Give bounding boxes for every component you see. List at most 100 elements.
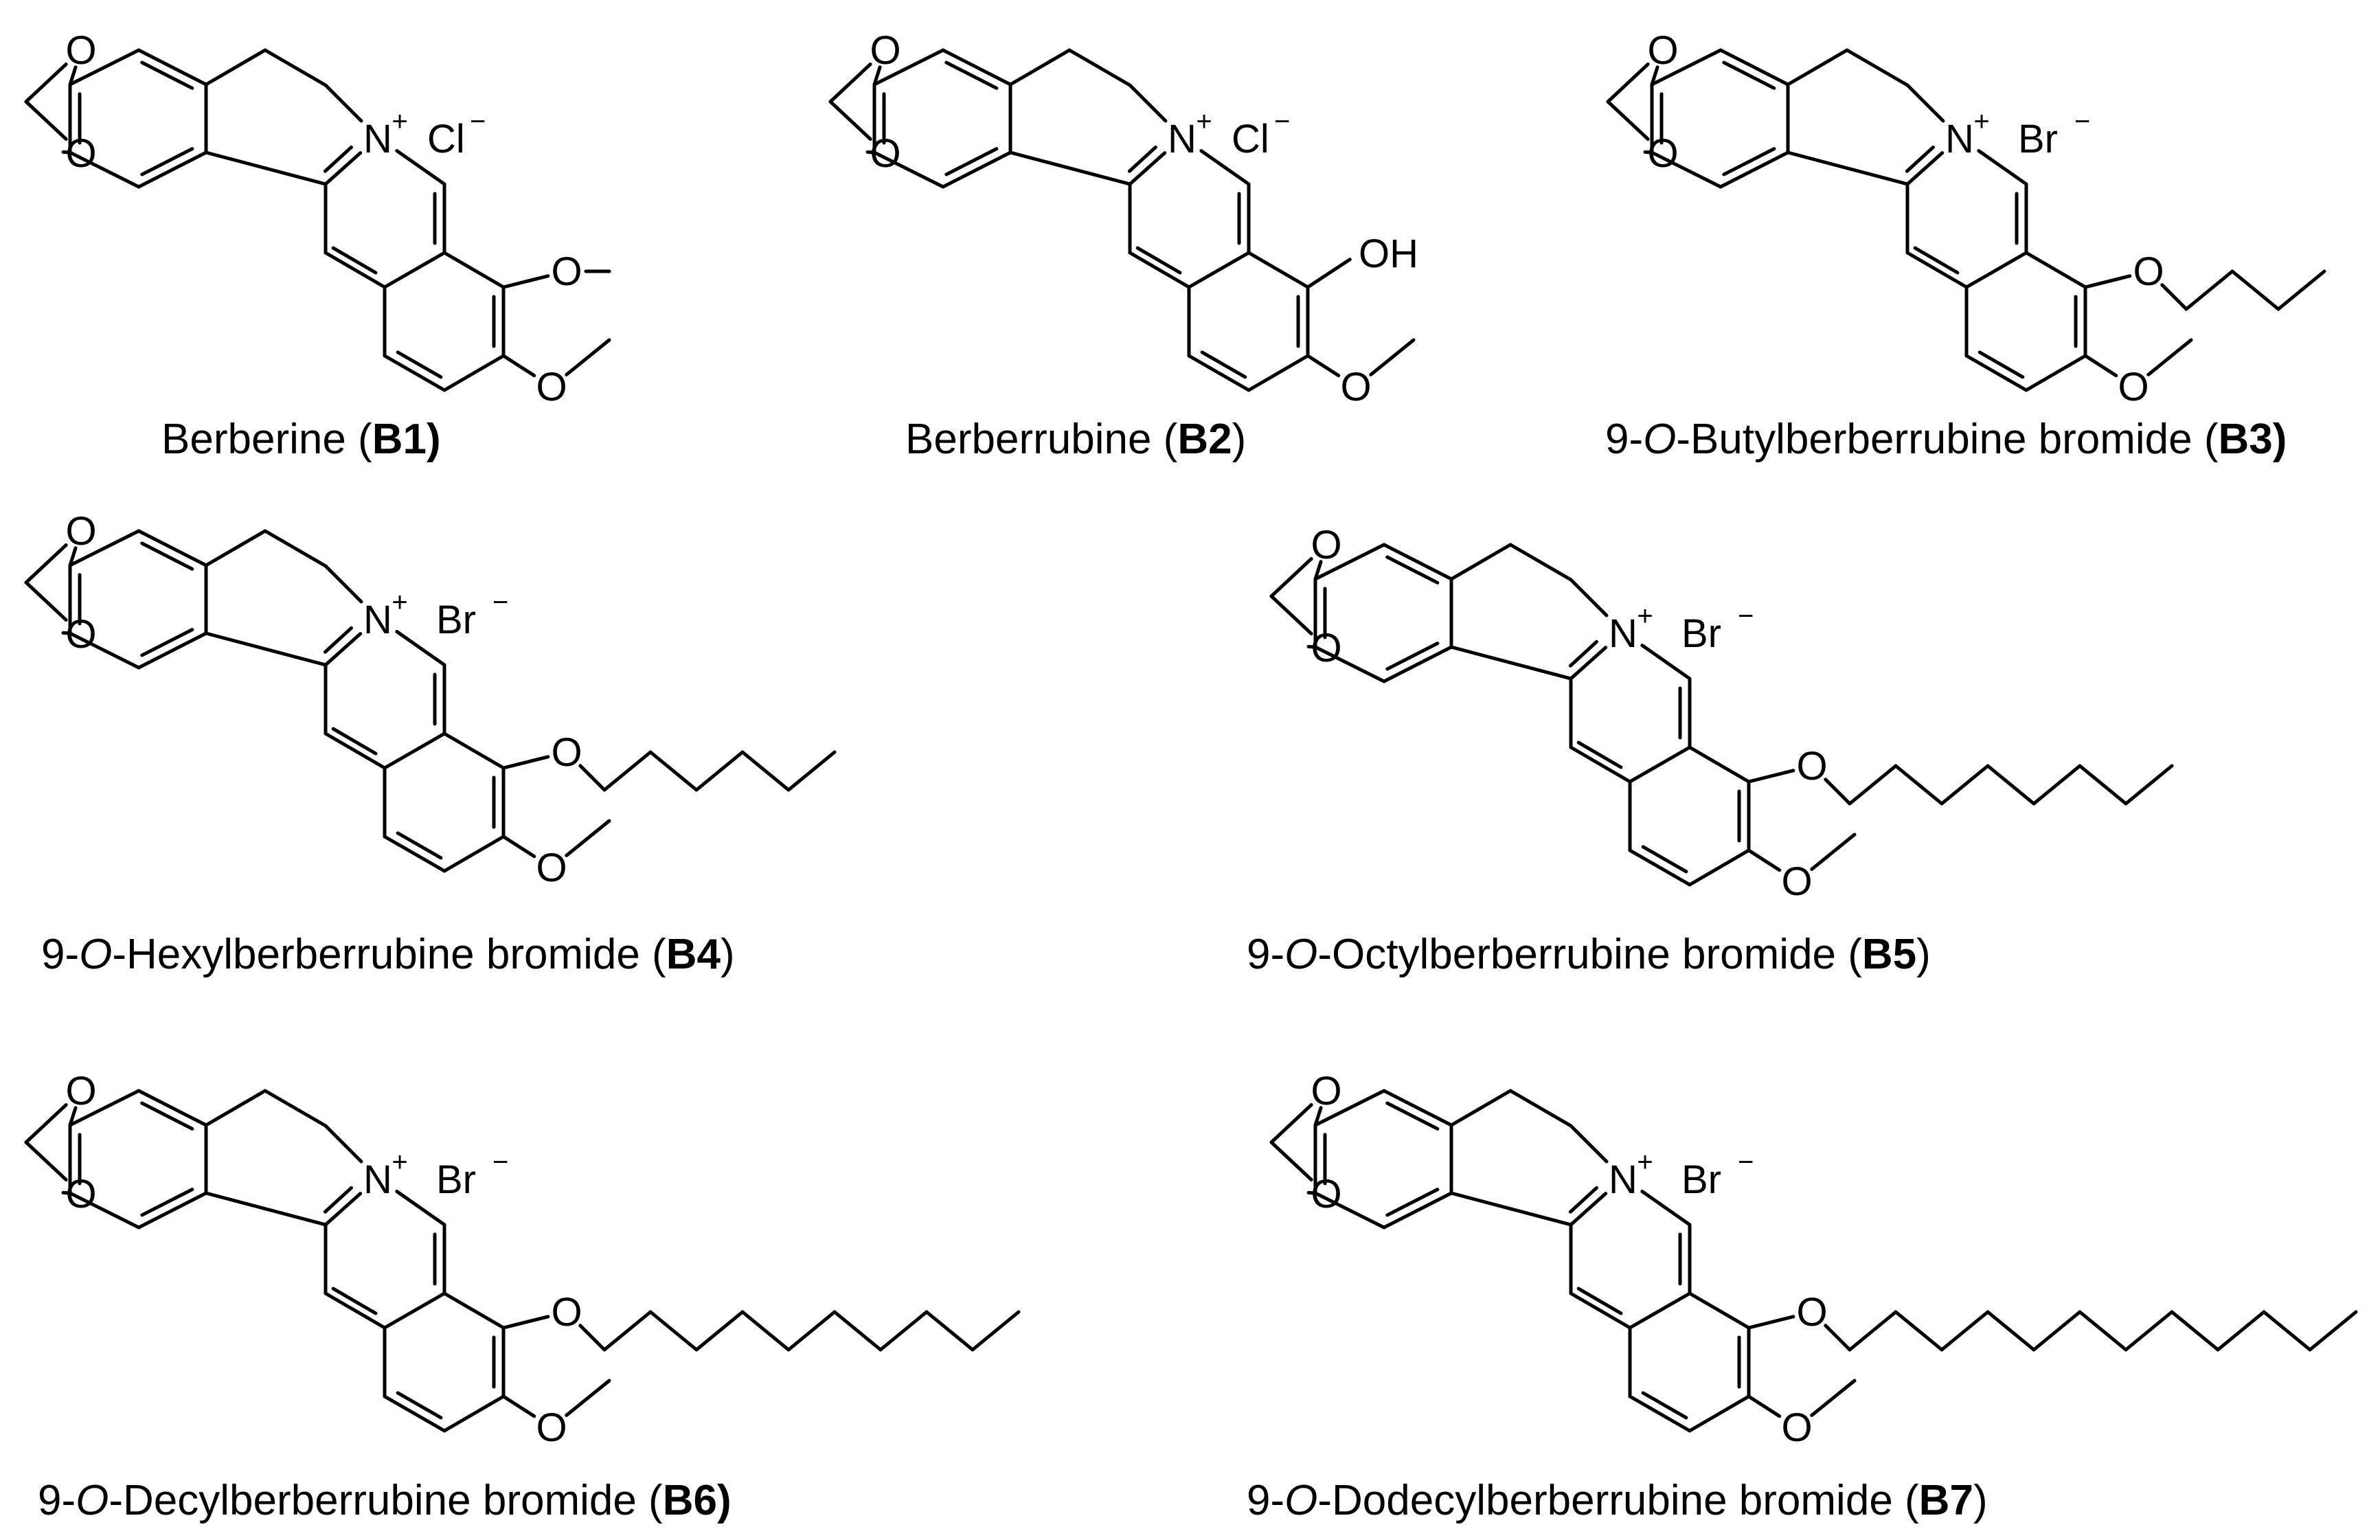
bond (324, 251, 387, 289)
bond (137, 1089, 208, 1127)
caption-part: 9- (41, 931, 79, 978)
bond (1628, 745, 1692, 784)
bond (2032, 764, 2082, 806)
bond (204, 1089, 267, 1127)
atom-oxygen: O (1796, 744, 1827, 789)
caption-part: -Decylberberrubine bromide ( (109, 1477, 663, 1524)
charge-plus: + (392, 1147, 407, 1177)
caption-part: -Hexylberberrubine bromide ( (112, 931, 666, 978)
bond (1008, 150, 1132, 186)
bond (68, 1089, 141, 1127)
bond (395, 1190, 446, 1227)
bond (2083, 274, 2132, 289)
atom-oxygen: O (65, 28, 96, 73)
double-bond (331, 1287, 378, 1315)
bond (383, 732, 446, 770)
double-bond (944, 147, 999, 177)
counter-ion-Cl: Cl (1232, 117, 1269, 161)
bond (2024, 251, 2087, 289)
bond (324, 151, 363, 186)
atom-oxygen: O (870, 28, 900, 73)
counter-ion-Cl: Cl (427, 117, 465, 161)
bond (1747, 769, 1795, 784)
caption-B5: 9-O-Octylberberrubine bromide (B5) (1247, 931, 1931, 978)
bond (1824, 778, 1852, 806)
bond (1810, 1379, 1857, 1417)
bond (1606, 100, 1650, 141)
bond (832, 1310, 883, 1352)
atom-oxygen: O (1647, 131, 1678, 176)
bond (1313, 560, 1323, 581)
bond (2308, 1310, 2358, 1352)
caption-part: O (76, 1477, 109, 1524)
bond (786, 750, 837, 792)
caption-part: -Dodecylberberrubine bromide ( (1317, 1477, 1919, 1524)
bond (501, 835, 536, 859)
bond (1187, 251, 1251, 289)
bond (324, 732, 387, 770)
charge-plus: + (1973, 106, 1989, 137)
bond (24, 580, 68, 622)
caption-part: ) (1916, 931, 1931, 978)
bond (1128, 83, 1168, 123)
double-bond (1385, 1188, 1440, 1217)
atom-hydroxyl: OH (1359, 231, 1418, 276)
bond (1845, 48, 1909, 87)
double-bond (396, 1391, 443, 1420)
bond (1382, 645, 1453, 683)
caption-part: B1) (372, 416, 441, 463)
atom-oxygen: O (2133, 249, 2164, 294)
double-bond (1641, 845, 1688, 874)
bond (1187, 354, 1251, 392)
double-bond (140, 1101, 194, 1131)
caption-part: 9- (1605, 416, 1643, 463)
charge-minus: − (1738, 601, 1754, 631)
charge-minus: − (1738, 1147, 1754, 1177)
caption-part: B2 (1177, 416, 1232, 463)
bond (1688, 1291, 1751, 1330)
bond (501, 755, 550, 770)
caption-part: B3) (2219, 416, 2287, 463)
bond (1650, 48, 1723, 87)
bond (694, 1310, 745, 1352)
caption-part: B6) (663, 1477, 732, 1524)
double-bond (140, 147, 194, 177)
bond (501, 1394, 536, 1418)
caption-part: ) (721, 931, 735, 978)
double-bond (140, 628, 194, 657)
atom-oxygen: O (1647, 28, 1678, 73)
bond (1449, 1191, 1573, 1227)
charge-plus: + (392, 106, 407, 137)
atom-nitrogen: N (1609, 611, 1637, 656)
caption-part: 9- (1247, 931, 1284, 978)
bond (137, 1191, 208, 1230)
bond (442, 1394, 506, 1433)
charge-plus: + (1637, 601, 1653, 631)
caption-B4: 9-O-Hexylberberrubine bromide (B4) (41, 931, 735, 978)
bond (1313, 1089, 1386, 1127)
bond (1747, 1394, 1782, 1418)
counter-ion-Br: Br (436, 598, 476, 642)
bond (1848, 1310, 1898, 1352)
bond (1269, 594, 1313, 635)
double-bond (1722, 60, 1776, 90)
caption-part: O (1643, 416, 1676, 463)
bond (578, 764, 607, 792)
atom-nitrogen: N (363, 598, 392, 642)
bond (68, 631, 141, 670)
double-bond (1385, 555, 1440, 585)
bond (1128, 251, 1191, 289)
atom-nitrogen: N (363, 117, 392, 161)
bond (828, 63, 872, 104)
caption-part: 9- (38, 1477, 76, 1524)
bond (1964, 354, 2028, 392)
bond (1747, 1315, 1795, 1330)
bond (1905, 83, 1945, 123)
bond (1449, 543, 1512, 581)
bond (1313, 1191, 1386, 1230)
bond (1688, 848, 1751, 887)
atom-oxygen: O (1781, 859, 1812, 904)
bond (24, 63, 68, 104)
bond (1569, 1291, 1632, 1330)
